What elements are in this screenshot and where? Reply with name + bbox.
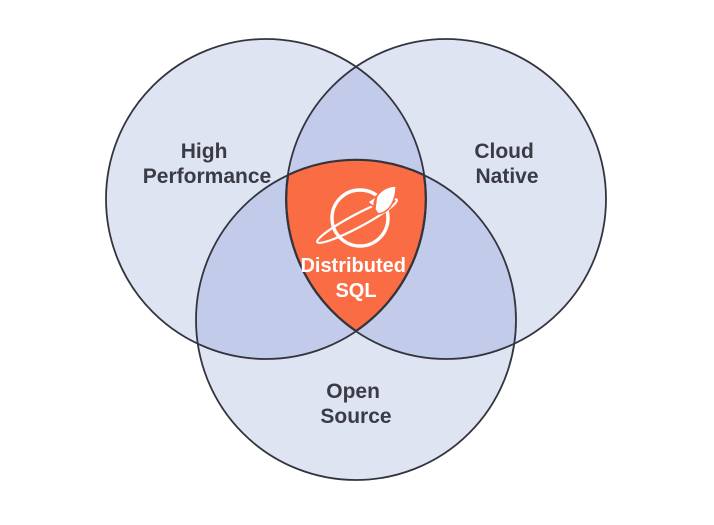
label-open-source: Open Source	[320, 380, 391, 428]
planet-icon	[330, 188, 390, 248]
label-high-performance: High Performance	[143, 140, 271, 188]
label-distributed-sql-line1: Distributed	[300, 255, 406, 277]
label-distributed-sql-line2: SQL	[335, 280, 376, 302]
label-high-performance-line1: High	[181, 140, 228, 163]
label-cloud-native: Cloud Native	[474, 140, 539, 188]
label-distributed-sql: Distributed SQL	[300, 255, 411, 302]
planet-rocket-icon	[316, 185, 398, 248]
label-cloud-native-line2: Native	[475, 165, 538, 188]
rocket-icon	[366, 185, 397, 215]
label-high-performance-line2: Performance	[143, 165, 271, 188]
label-open-source-line2: Source	[320, 405, 391, 428]
planet-ring-icon	[316, 198, 398, 244]
label-open-source-line1: Open	[326, 380, 380, 403]
label-cloud-native-line1: Cloud	[474, 140, 533, 163]
